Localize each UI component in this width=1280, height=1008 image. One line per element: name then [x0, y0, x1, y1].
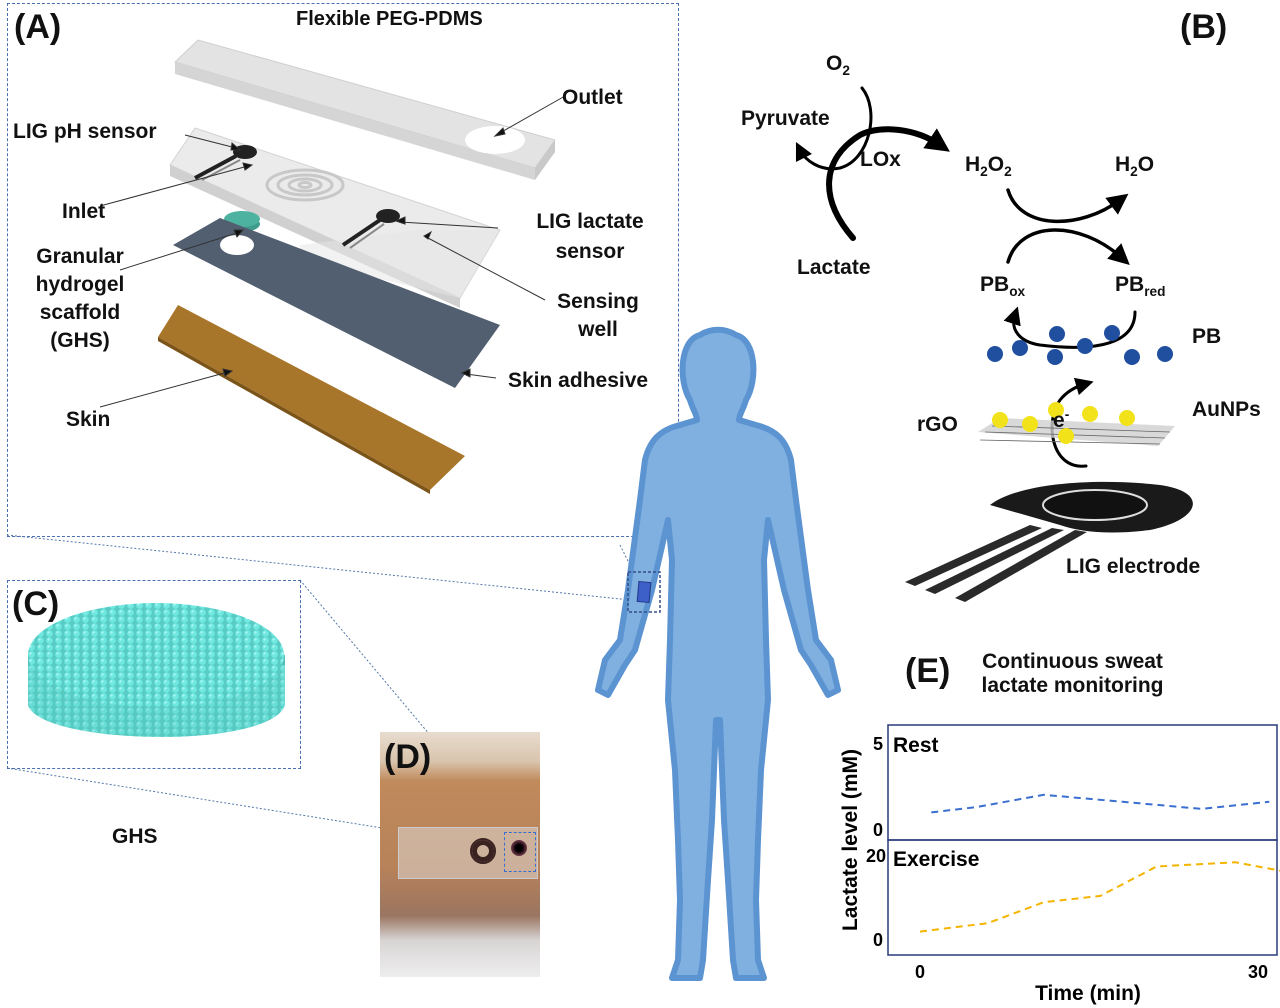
skin-adhesive-layer [173, 218, 500, 388]
exercise-line [919, 861, 1280, 933]
rest-subplot-label: Rest [893, 734, 939, 757]
chart-title-line2: lactate monitoring [981, 674, 1164, 698]
callout-skin: Skin [66, 408, 111, 431]
h2o2-label: H2O2 [965, 153, 1012, 180]
pb-label: PB [1192, 325, 1222, 348]
spiral-channel [265, 168, 345, 202]
callout-ph-sensor: LIG pH sensor [13, 120, 157, 143]
panel-b-label: (B) [1180, 8, 1228, 46]
lactate-arc [826, 126, 950, 241]
h2o2-sub2: 2 [1004, 164, 1012, 180]
exercise-ytick-bottom: 0 [873, 930, 883, 950]
h2o-o: O [1137, 153, 1155, 176]
callout-sensing-well-line1: Sensing [557, 290, 639, 313]
pb-regeneration-arc [1003, 306, 1137, 349]
y-axis-label: Lactate level (mM) [839, 749, 862, 931]
panel-d-label: (D) [384, 738, 432, 776]
panel-c [7, 580, 301, 769]
callout-ghs-line2: hydrogel [35, 273, 125, 297]
aunps-label: AuNPs [1192, 398, 1261, 421]
callout-sensing-well: Sensing well [538, 290, 658, 342]
pbred-subscript: red [1144, 284, 1166, 300]
callout-ghs: Granular hydrogel scaffold (GHS) [20, 245, 140, 354]
pbox-label: PBox [980, 273, 1025, 300]
h2o2-o: O [987, 153, 1005, 176]
callout-ghs-line4: (GHS) [50, 329, 110, 353]
rest-line [931, 793, 1270, 814]
xtick-30: 30 [1248, 962, 1268, 982]
callout-lactate-sensor: LIG lactate sensor [520, 210, 660, 264]
h2o2-sub1: 2 [980, 164, 988, 180]
callout-skin-adhesive: Skin adhesive [508, 369, 649, 392]
ghs-caption: GHS [112, 825, 158, 848]
h2o-h: H [1115, 153, 1131, 176]
exercise-series [919, 861, 1280, 933]
callout-inlet: Inlet [62, 200, 106, 223]
chart-title-line1: Continuous sweat [982, 650, 1163, 673]
arm-sensor-marker [636, 580, 652, 604]
lactate-label: Lactate [797, 256, 871, 279]
panel-a-label: (A) [14, 8, 62, 46]
pbred-label: PBred [1115, 273, 1165, 300]
callout-sensing-well-line2: well [578, 318, 618, 342]
o2-subscript: 2 [842, 63, 850, 79]
panel-e-label: (E) [905, 652, 951, 690]
callout-outlet: Outlet [562, 86, 623, 109]
rest-plot-frame [887, 724, 1278, 841]
panel-d-photo [380, 732, 540, 977]
lig-electrode-label: LIG electrode [1066, 555, 1201, 578]
pbox-text: PB [980, 273, 1010, 296]
pb-particles [987, 325, 1173, 365]
rest-series [931, 793, 1270, 814]
callout-lactate-sensor-line1: LIG lactate [536, 210, 644, 233]
panel-a-title: Flexible PEG-PDMS [296, 8, 483, 30]
h2o2-h: H [965, 153, 981, 176]
xtick-0: 0 [915, 962, 925, 982]
lig-electrode-drawing [905, 481, 1193, 602]
h2o-label: H2O [1115, 153, 1154, 180]
patch-spiral [470, 838, 496, 864]
rest-ytick-top: 5 [873, 734, 883, 754]
exercise-subplot-label: Exercise [893, 848, 979, 871]
outlet-hole [465, 126, 525, 154]
pbred-text: PB [1115, 273, 1145, 296]
exercise-ytick-top: 20 [866, 846, 886, 866]
skin-layer [158, 305, 465, 494]
rest-ytick-bottom: 0 [873, 820, 883, 840]
lox-label: LOx [860, 148, 901, 171]
h2o2-arc [1006, 188, 1129, 224]
panel-c-label: (C) [12, 585, 60, 623]
callout-lactate-sensor-line2: sensor [555, 240, 625, 264]
top-pdms-layer [174, 39, 556, 180]
x-axis-label: Time (min) [1035, 982, 1141, 1005]
arm-zoom-box [627, 571, 661, 613]
lactate-sensor-electrode [341, 209, 400, 249]
o2-arc [795, 86, 873, 171]
electron-label: e- [1053, 407, 1069, 433]
o2-label: O2 [826, 52, 850, 79]
electron-superscript: - [1064, 407, 1070, 422]
chart-title: Continuous sweat lactate monitoring [965, 650, 1180, 698]
callout-ghs-line1: Granular [36, 245, 124, 268]
panel-a [7, 3, 679, 537]
au-particles [992, 402, 1135, 444]
callout-ghs-line3: scaffold [39, 301, 121, 325]
patch-sensor [511, 840, 527, 856]
channel-layer [169, 127, 501, 308]
patch-zoom-box [504, 832, 536, 872]
exercise-plot-frame [887, 839, 1278, 956]
pyruvate-label: Pyruvate [741, 107, 830, 130]
pbox-subscript: ox [1009, 284, 1026, 300]
h2o-sub: 2 [1130, 164, 1138, 180]
o2-text: O [826, 52, 843, 75]
pb-arc [1006, 228, 1130, 266]
electron-text: e [1053, 409, 1065, 432]
rgo-label: rGO [917, 413, 958, 436]
